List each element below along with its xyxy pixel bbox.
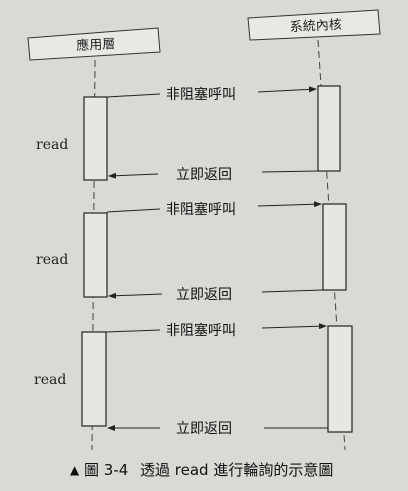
- reply-arrow-1: [261, 170, 319, 173]
- exchange-1: 非阻塞呼叫 立即返回 read: [36, 85, 341, 183]
- call-arrow-1-head: [257, 86, 317, 93]
- reply-label-3: 立即返回: [176, 421, 232, 437]
- exchange-3: 非阻塞呼叫 立即返回 read: [34, 322, 353, 437]
- reply-arrow-2: [261, 289, 324, 293]
- reply-arrow-2-head: [108, 292, 163, 299]
- call-arrow-1: [106, 93, 161, 98]
- call-arrow-2: [106, 208, 161, 213]
- caption-mark: ▲: [70, 463, 80, 477]
- kernel-activation-1: [317, 85, 341, 172]
- caption-text: 透過 read 進行輪詢的示意圖: [140, 461, 333, 479]
- lane-app-title: 應用層: [76, 36, 116, 54]
- side-label-1: read: [36, 137, 68, 153]
- reply-arrow-1-head: [108, 172, 159, 179]
- reply-label-1: 立即返回: [176, 167, 232, 183]
- call-label-2: 非阻塞呼叫: [166, 201, 236, 218]
- side-label-2: read: [36, 252, 68, 268]
- reply-label-2: 立即返回: [176, 287, 232, 303]
- lane-app-box: [27, 27, 161, 61]
- call-arrow-3: [105, 329, 161, 333]
- call-label-3: 非阻塞呼叫: [166, 322, 236, 339]
- lane-kernel-box: [247, 9, 381, 41]
- figure-caption: ▲ 圖 3-4 透過 read 進行輪詢的示意圖: [70, 461, 333, 479]
- call-arrow-3-head: [261, 323, 327, 330]
- app-activation-1: [83, 96, 108, 181]
- call-label-1: 非阻塞呼叫: [166, 86, 236, 103]
- call-arrow-2-head: [257, 201, 322, 208]
- lane-kernel: 系統內核: [247, 9, 381, 451]
- lane-kernel-title: 系統內核: [289, 18, 342, 36]
- caption-number: 圖 3-4: [84, 461, 128, 479]
- kernel-activation-3: [327, 325, 353, 433]
- app-activation-2: [83, 212, 108, 298]
- exchange-2: 非阻塞呼叫 立即返回 read: [36, 201, 347, 303]
- side-label-3: read: [34, 372, 66, 388]
- app-activation-3: [81, 331, 107, 427]
- kernel-activation-2: [322, 203, 347, 291]
